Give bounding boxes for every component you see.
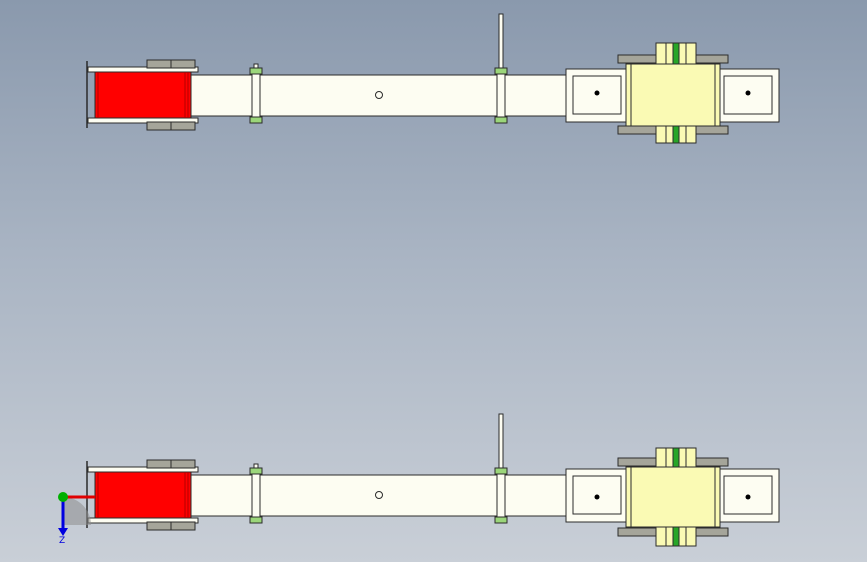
yellow-block [625,63,721,127]
y-axis-dot [58,492,68,502]
bolt [251,471,261,522]
beam-hole [375,91,383,99]
beam-hole [375,491,383,499]
long-bolt [498,413,504,473]
block-hole [594,494,600,500]
assembly-view-top[interactable] [86,13,780,144]
green-nut [249,516,263,524]
bolt-tip [253,463,259,469]
z-axis-arrowhead [58,528,68,536]
assembly-view-bottom[interactable] [86,413,780,547]
coordinate-triad-icon[interactable]: Z [58,492,95,546]
green-nut [494,116,508,124]
red-clamp [94,471,192,519]
triad-shadow [63,497,91,525]
green-nut [494,516,508,524]
green-nut [249,67,263,75]
block-hole [745,494,751,500]
z-axis-label: Z [59,536,65,546]
red-clamp [94,71,192,119]
green-nut [494,67,508,75]
block-hole [594,90,600,96]
block-hole [745,90,751,96]
long-bolt [498,13,504,73]
bolt-tip [253,63,259,69]
bolt [496,71,506,122]
side-block-left-inner [572,475,622,515]
bolt [251,71,261,122]
green-nut [494,467,508,475]
green-nut [249,467,263,475]
green-nut [249,116,263,124]
bolt [496,471,506,522]
yellow-block [625,466,721,528]
